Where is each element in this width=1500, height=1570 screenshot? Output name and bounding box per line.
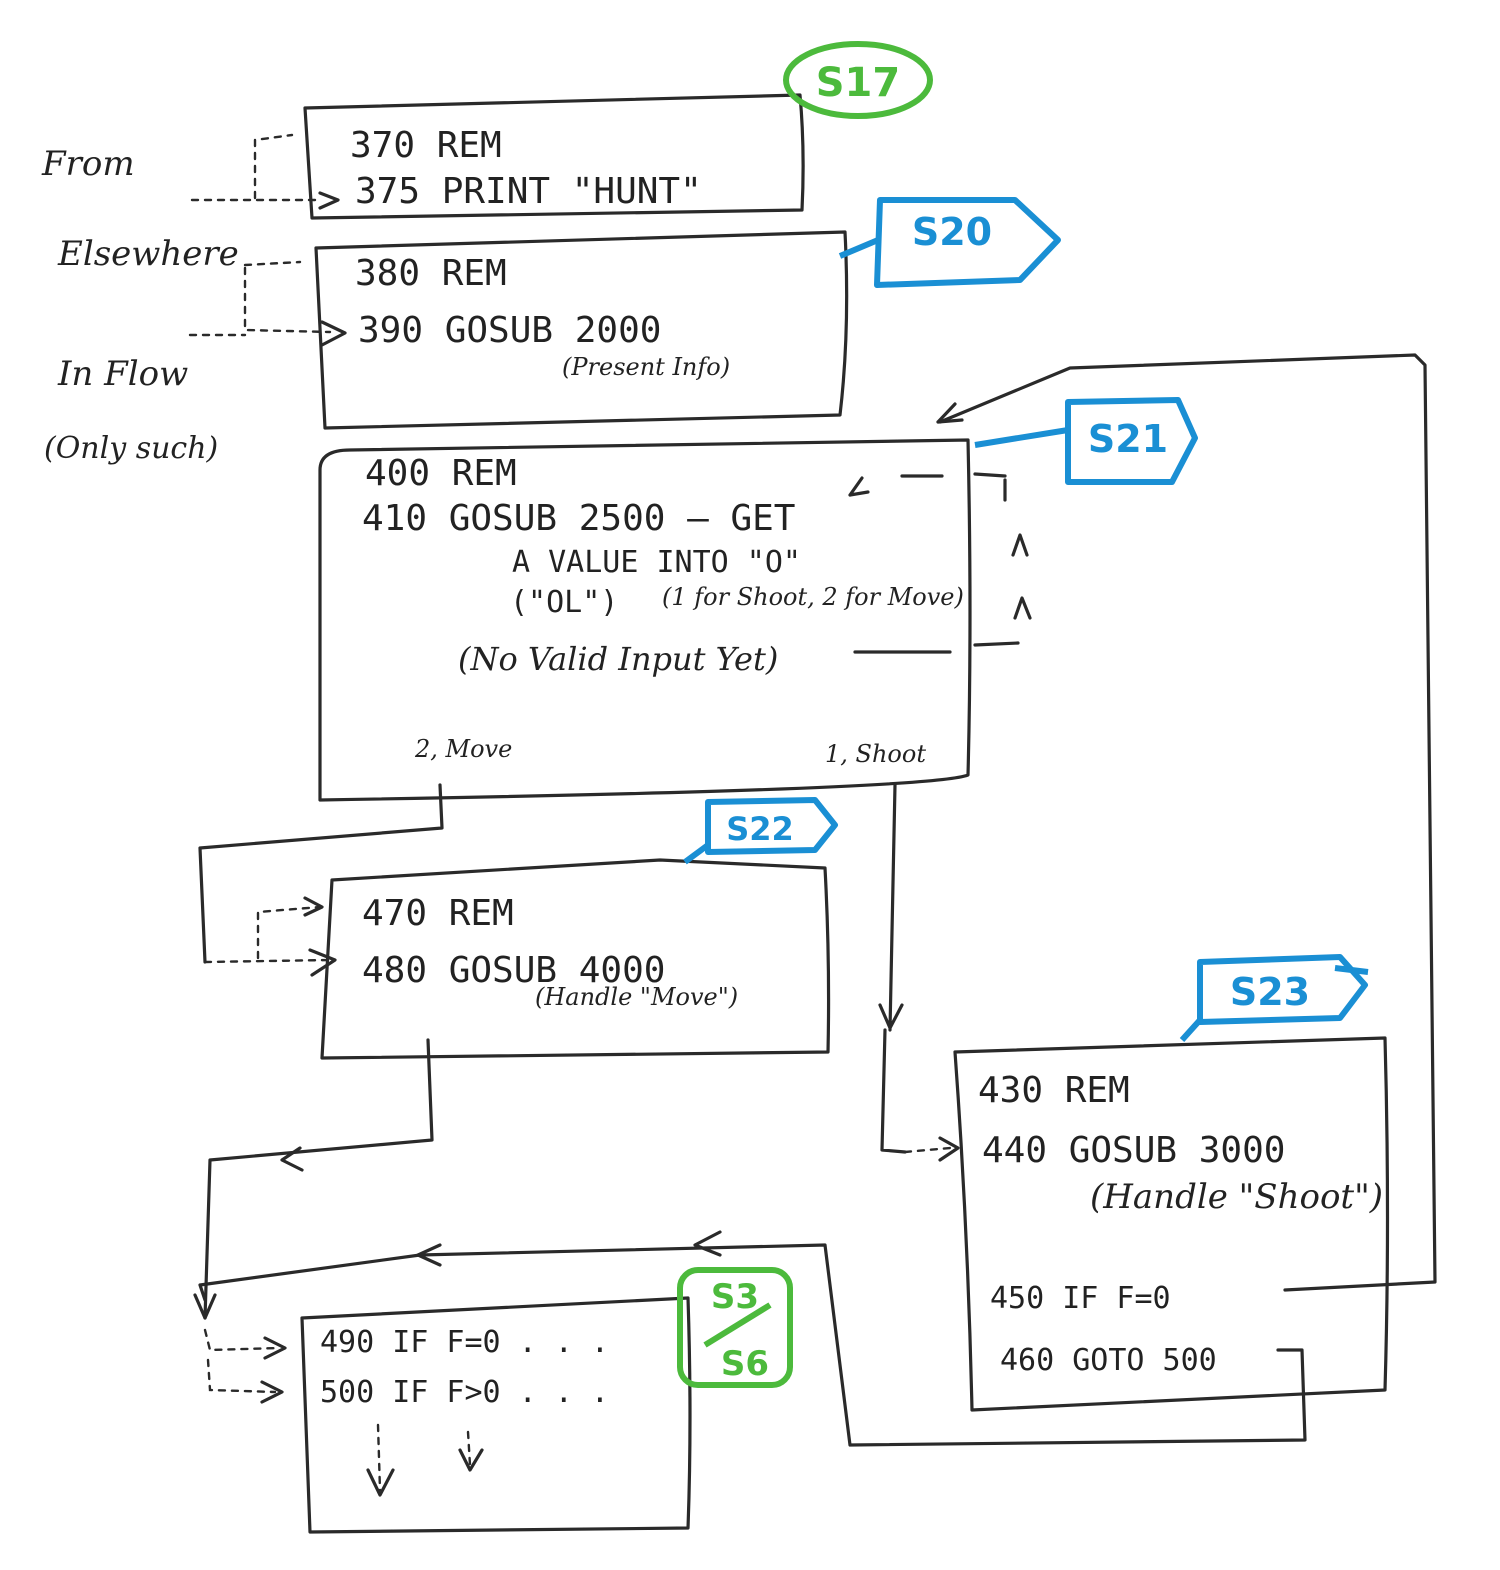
svg-text:S23: S23 <box>1230 970 1310 1014</box>
tag-s22: S22 <box>683 797 838 865</box>
entry-arrows-370 <box>190 133 322 202</box>
goto-500-arrow <box>418 1243 1307 1447</box>
block-380: 380 REM 390 GOSUB 2000 (Present Info) <box>314 230 849 430</box>
block-430: 430 REM 440 GOSUB 3000 (Handle "Shoot") … <box>953 1036 1390 1412</box>
line-370: 370 REM <box>350 125 502 166</box>
line-400: 400 REM <box>365 453 517 494</box>
retry-loop <box>853 472 1020 654</box>
line-410-options: (1 for Shoot, 2 for Move) <box>662 583 964 611</box>
note-handle-move: (Handle "Move") <box>535 983 738 1011</box>
svg-text:S22: S22 <box>726 810 794 848</box>
label-elsewhere: Elsewhere <box>57 234 239 274</box>
branch-move-label: 2, Move <box>414 735 512 763</box>
entry-arrows-390 <box>188 260 332 337</box>
block-470: 470 REM 480 GOSUB 4000 (Handle "Move") <box>320 858 831 1060</box>
return-arrow-450 <box>938 353 1437 1292</box>
svg-text:S20: S20 <box>912 210 992 254</box>
shoot-branch-arrow <box>878 783 907 1154</box>
line-440: 440 GOSUB 3000 <box>982 1130 1285 1171</box>
line-460: 460 GOTO 500 <box>1000 1343 1217 1378</box>
line-490: 490 IF F=0 . . . <box>320 1325 609 1360</box>
label-only-such: (Only such) <box>44 431 218 466</box>
tag-s21: S21 <box>974 397 1198 485</box>
line-375: 375 PRINT "HUNT" <box>355 171 702 212</box>
line-470: 470 REM <box>362 893 514 934</box>
note-present-info: (Present Info) <box>562 353 730 381</box>
block-400: 400 REM 410 GOSUB 2500 – GET A VALUE INT… <box>318 438 972 802</box>
branch-shoot-label: 1, Shoot <box>825 740 926 768</box>
svg-text:S3: S3 <box>711 1277 759 1317</box>
svg-text:S21: S21 <box>1088 417 1168 461</box>
line-480: 480 GOSUB 4000 <box>362 950 665 991</box>
line-410-value: A VALUE INTO "O" <box>512 545 801 580</box>
line-390: 390 GOSUB 2000 <box>358 310 661 351</box>
svg-text:S17: S17 <box>816 60 900 106</box>
line-450: 450 IF F=0 <box>990 1281 1171 1316</box>
label-in-flow: In Flow <box>57 354 188 394</box>
label-from: From <box>41 144 135 184</box>
tag-s20: S20 <box>838 197 1061 288</box>
line-380: 380 REM <box>355 253 507 294</box>
line-430: 430 REM <box>978 1070 1130 1111</box>
line-410-ol: ("OL") <box>510 585 618 620</box>
return-from-480-arrow <box>203 1038 434 1320</box>
note-handle-shoot: (Handle "Shoot") <box>1090 1177 1383 1217</box>
tag-s23: S23 <box>1179 954 1369 1043</box>
line-410: 410 GOSUB 2500 – GET <box>362 498 795 539</box>
note-no-valid-input: (No Valid Input Yet) <box>458 640 778 678</box>
move-branch-arrow <box>198 783 444 964</box>
block-370: 370 REM 375 PRINT "HUNT" <box>303 93 805 220</box>
block-490: 490 IF F=0 . . . 500 IF F>0 . . . <box>300 1296 692 1534</box>
tag-s3-s6: S3 S6 <box>677 1267 793 1388</box>
tag-s17: S17 <box>783 41 933 119</box>
continue-arrows <box>376 1423 472 1492</box>
svg-text:S6: S6 <box>721 1344 769 1384</box>
line-500: 500 IF F>0 . . . <box>320 1375 609 1410</box>
